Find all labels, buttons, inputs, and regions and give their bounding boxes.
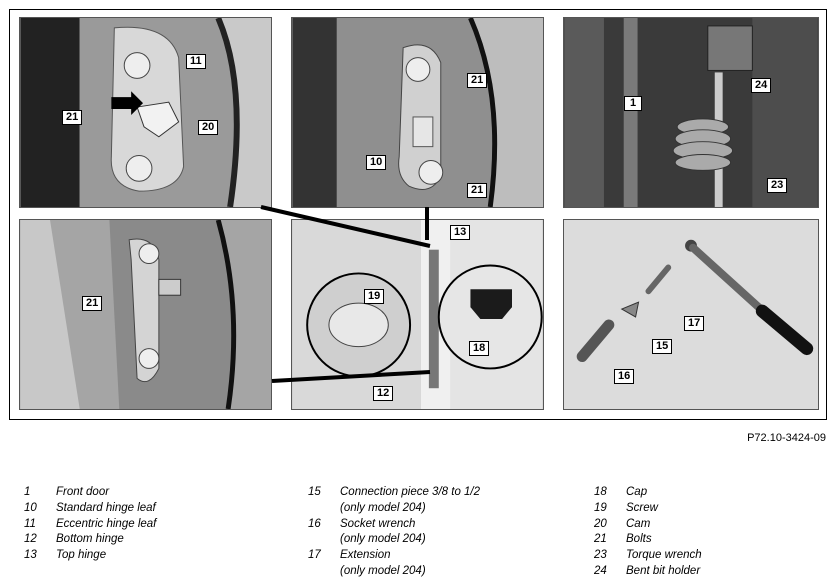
legend-item: 17 Extension	[308, 548, 480, 564]
legend-text: Cam	[626, 517, 651, 530]
legend-num: 17	[308, 549, 321, 562]
legend-item: 18 Cap	[594, 485, 702, 501]
legend-text: Connection piece 3/8 to 1/2	[340, 486, 481, 498]
legend-num: 11	[24, 517, 36, 530]
legend-text: (only model 204)	[340, 501, 426, 514]
legend-num	[308, 501, 340, 517]
callout-21-bottom: 21	[467, 183, 488, 198]
panel-eccentric-hinge: 11 21 20	[19, 17, 272, 208]
legend-num: 1	[24, 486, 31, 498]
legend-item: 15 Connection piece 3/8 to 1/2	[308, 485, 480, 501]
legend-col2: 15 Connection piece 3/8 to 1/2 (only mode…	[308, 485, 480, 580]
callout-12: 12	[373, 386, 394, 401]
callout-18: 18	[469, 341, 490, 356]
legend-item: 24 Bent bit holder	[594, 564, 702, 580]
legend-text: Torque wrench	[626, 549, 702, 562]
panel-tools: 17 15 16	[563, 219, 819, 410]
legend-text: Extension	[340, 549, 391, 562]
callout-13: 13	[450, 225, 471, 240]
legend-text: Screw	[626, 501, 658, 514]
legend-item: 20 Cam	[594, 517, 702, 533]
callout-24: 24	[751, 78, 772, 93]
callout-11: 11	[186, 54, 206, 69]
hinge-photo-1	[20, 18, 240, 207]
legend-text: (only model 204)	[340, 533, 426, 546]
connection-piece-icon	[620, 301, 640, 318]
callout-10: 10	[366, 155, 387, 170]
legend-text: (only model 204)	[340, 564, 426, 577]
legend-text: Socket wrench	[340, 517, 416, 530]
panel-bottom-hinge: 21	[19, 219, 272, 410]
extension-icon	[645, 264, 672, 295]
hinge-photo-2	[292, 18, 498, 207]
legend-text: Bent bit holder	[626, 564, 701, 577]
legend-item: 11 Eccentric hinge leaf	[24, 517, 156, 533]
legend-num: 16	[308, 517, 321, 530]
legend-num: 18	[594, 486, 607, 498]
legend-num	[308, 532, 340, 548]
legend-text: Bolts	[626, 533, 652, 546]
legend-item: 23 Torque wrench	[594, 548, 702, 564]
legend-text: Cap	[626, 486, 648, 498]
panel-front-door: 1 24 23	[563, 17, 819, 208]
legend-num: 12	[24, 533, 37, 546]
legend-item: 10 Standard hinge leaf	[24, 501, 156, 517]
callout-1: 1	[624, 96, 642, 111]
legend-num: 21	[594, 533, 607, 546]
legend-num: 24	[594, 564, 607, 577]
legend-num: 15	[308, 486, 321, 498]
callout-21-top: 21	[467, 73, 488, 88]
legend-num: 10	[24, 501, 37, 514]
callout-23: 23	[767, 178, 788, 193]
tools-photo	[576, 239, 814, 362]
legend-num: 23	[594, 549, 607, 562]
socket-wrench-icon	[576, 319, 615, 362]
legend-item: 1 Front door	[24, 485, 156, 501]
legend-num	[308, 564, 340, 580]
callout-19: 19	[364, 289, 385, 304]
legend-item: 19 Screw	[594, 501, 702, 517]
legend-item: 13 Top hinge	[24, 548, 156, 564]
torque-wrench-icon	[685, 239, 814, 356]
callout-21: 21	[62, 110, 83, 125]
callout-17: 17	[684, 316, 705, 331]
legend-item: 12 Bottom hinge	[24, 532, 156, 548]
figure-id: P72.10-3424-09	[747, 432, 826, 444]
door-photo	[564, 18, 818, 207]
legend-text: Eccentric hinge leaf	[56, 517, 157, 530]
panel-hinge-overview: 13 19 18 12	[291, 219, 544, 410]
panel-standard-hinge: 21 10 21	[291, 17, 544, 208]
callout-21: 21	[82, 296, 103, 311]
legend-num: 19	[594, 501, 607, 514]
legend-text: Bottom hinge	[56, 533, 124, 546]
legend-col1: 1 Front door 10 Standard hinge leaf 11 Ecce…	[24, 485, 156, 564]
hinge-photo-4	[20, 220, 237, 409]
legend-item: 21 Bolts	[594, 532, 702, 548]
legend-item: (only model 204)	[308, 501, 480, 517]
callout-16: 16	[614, 369, 635, 384]
hinge-overview-photo	[292, 220, 543, 409]
legend-num: 13	[24, 549, 37, 562]
legend-col3: 18 Cap 19 Screw 20 Cam 21 Bolts 23 Torque wre…	[594, 485, 702, 580]
callout-20: 20	[198, 120, 219, 135]
legend-num: 20	[594, 517, 607, 530]
legend-item: (only model 204)	[308, 532, 480, 548]
callout-15: 15	[652, 339, 673, 354]
legend-text: Standard hinge leaf	[56, 501, 156, 514]
legend-item: (only model 204)	[308, 564, 480, 580]
legend-item: 16 Socket wrench	[308, 517, 480, 533]
legend-text: Front door	[56, 486, 110, 498]
legend-text: Top hinge	[56, 549, 107, 562]
